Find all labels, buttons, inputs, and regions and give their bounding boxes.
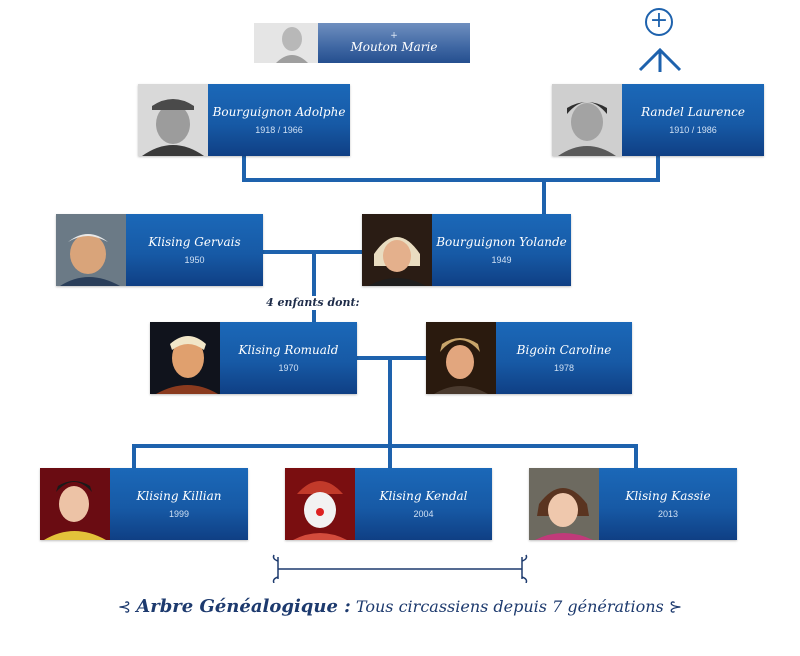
portrait-photo (40, 468, 110, 540)
person-name: Klising Gervais (148, 235, 241, 249)
person-name: Klising Romuald (238, 343, 339, 357)
children-note: 4 enfants dont: (266, 296, 360, 309)
person-dates: 1978 (553, 363, 575, 373)
portrait-photo (138, 84, 208, 156)
person-card-klising-gervais[interactable]: Klising Gervais 1950 (56, 214, 263, 286)
person-card-mouton-marie[interactable]: + Mouton Marie (254, 23, 470, 63)
connector-grandchildren-bar (132, 444, 638, 448)
person-name: Mouton Marie (350, 40, 438, 54)
person-name: Klising Killian (136, 489, 222, 503)
connector-to-yolande (542, 180, 546, 216)
portrait-photo (285, 468, 355, 540)
connector-parents-down (312, 252, 316, 296)
person-card-bourguignon-yolande[interactable]: Bourguignon Yolande 1949 (362, 214, 571, 286)
person-card-bourguignon-adolphe[interactable]: Bourguignon Adolphe 1918 / 1966 (138, 84, 350, 156)
expand-tree-button[interactable]: + (645, 8, 673, 36)
person-dates: 1910 / 1986 (669, 125, 717, 135)
connector-kendal (388, 446, 392, 470)
connector-parents-down-lower (312, 310, 316, 324)
footer-title: Arbre Généalogique : (136, 596, 351, 617)
footer-caption: ⊰ Arbre Généalogique : Tous circassiens … (0, 596, 800, 617)
person-name: Klising Kendal (379, 489, 468, 503)
person-name: Randel Laurence (641, 105, 745, 119)
ornament-right-icon: ⊱ (668, 597, 683, 616)
connector-grandparents-right (656, 156, 660, 182)
person-dates: 1918 / 1966 (255, 125, 303, 135)
person-card-randel-laurence[interactable]: Randel Laurence 1910 / 1986 (552, 84, 764, 156)
connector-kassie (634, 446, 638, 470)
portrait-photo (362, 214, 432, 286)
person-dates: 1950 (184, 255, 205, 265)
connector-grandparents-left (242, 156, 246, 182)
person-name: Klising Kassie (625, 489, 711, 503)
person-dates: 2013 (657, 509, 679, 519)
connector-grandparents-bar (242, 178, 660, 182)
person-card-klising-romuald[interactable]: Klising Romuald 1970 (150, 322, 357, 394)
connector-killian (132, 446, 136, 470)
portrait-photo (529, 468, 599, 540)
person-dates: 1999 (168, 509, 190, 519)
arrow-up-icon (638, 47, 682, 72)
portrait-photo (254, 23, 318, 63)
person-card-klising-killian[interactable]: Klising Killian 1999 (40, 468, 248, 540)
person-dates: 2004 (413, 509, 434, 519)
person-dates: 1970 (278, 363, 299, 373)
footer-subtitle: Tous circassiens depuis 7 générations (355, 597, 664, 616)
ornament-divider-icon (272, 554, 528, 583)
ornament-left-icon: ⊰ (117, 597, 132, 616)
person-card-bigoin-caroline[interactable]: Bigoin Caroline 1978 (426, 322, 632, 394)
portrait-photo (56, 214, 126, 286)
portrait-photo (552, 84, 622, 156)
connector-couple-bar (356, 356, 428, 360)
portrait-photo (150, 322, 220, 394)
portrait-photo (426, 322, 496, 394)
person-name: Bourguignon Yolande (436, 235, 567, 249)
person-card-klising-kendal[interactable]: Klising Kendal 2004 (285, 468, 492, 540)
person-name: Bourguignon Adolphe (212, 105, 346, 119)
deceased-cross: + (390, 31, 398, 41)
person-card-klising-kassie[interactable]: Klising Kassie 2013 (529, 468, 737, 540)
person-dates: 1949 (491, 255, 512, 265)
connector-couple-down (388, 358, 392, 446)
person-name: Bigoin Caroline (516, 343, 612, 357)
